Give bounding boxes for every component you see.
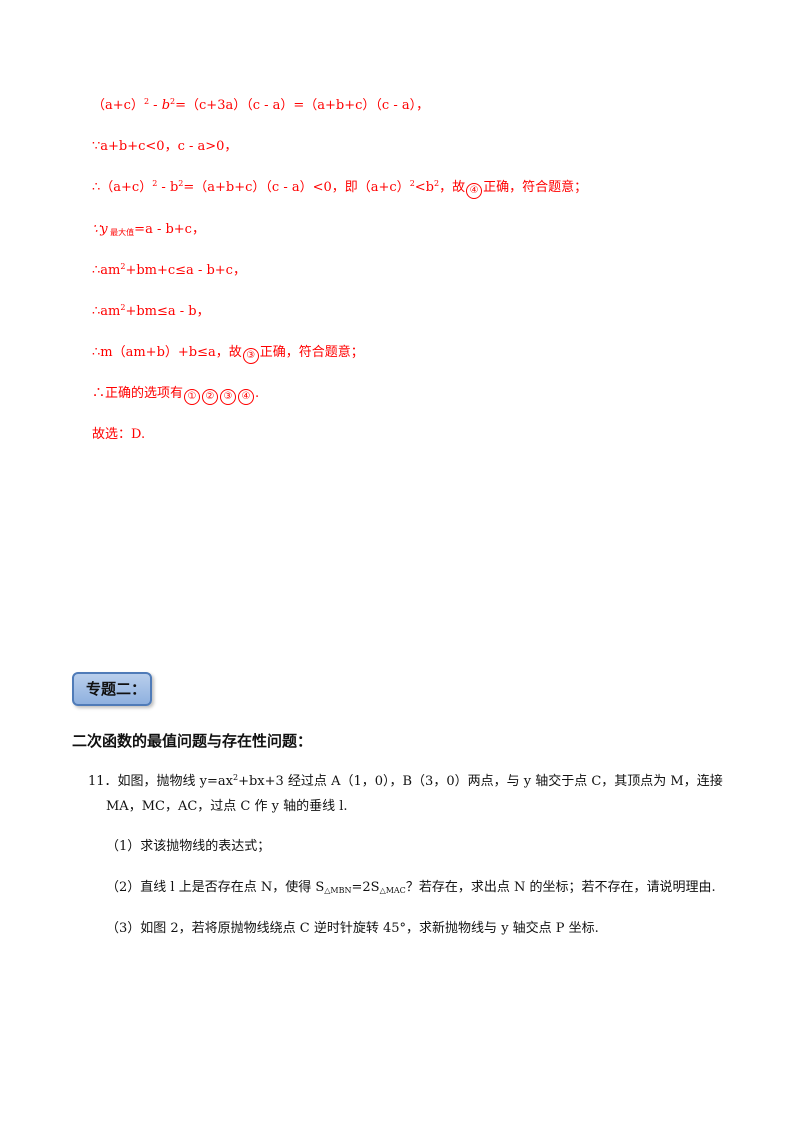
solution-line-9: 故选：D. — [92, 427, 146, 442]
sub-question-2: （2）直线 l 上是否存在点 N，使得 S△MBN=2S△MAC？若存在，求出点… — [106, 880, 716, 895]
solution-line-1: （a+c）2 - b2=（c+3a）（c - a）=（a+b+c）（c - a）… — [92, 97, 430, 114]
section-title: 二次函数的最值问题与存在性问题： — [72, 732, 313, 750]
sub-question-3: （3）如图 2，若将原抛物线绕点 C 逆时针旋转 45°，求新抛物线与 y 轴交… — [106, 921, 599, 936]
solution-line-2: ∵a+b+c<0，c - a>0， — [92, 139, 238, 154]
problem-line-2: MA，MC，AC，过点 C 作 y 轴的垂线 l. — [106, 799, 348, 814]
topic-box: 专题二： — [72, 672, 152, 706]
circled-number-2: ② — [202, 389, 219, 405]
problem-line-1: 11．如图，抛物线 y=ax2+bx+3 经过点 A（1，0），B（3，0）两点… — [88, 773, 723, 790]
solution-line-4: ∵y 最大值=a - b+c， — [92, 222, 205, 237]
circled-number-1: ① — [184, 389, 201, 405]
circled-number-3: ③ — [242, 348, 259, 364]
sub-question-1: （1）求该抛物线的表达式； — [106, 839, 271, 854]
circled-number-4: ④ — [238, 389, 255, 405]
solution-line-6: ∴am2+bm≤a - b， — [92, 303, 210, 320]
circled-number-4: ④ — [466, 183, 483, 199]
solution-line-3: ∴（a+c）2 - b2=（a+b+c）（c - a）<0，即（a+c）2<b2… — [92, 179, 587, 199]
circled-number-3: ③ — [220, 389, 237, 405]
solution-line-5: ∴am2+bm+c≤a - b+c， — [92, 262, 246, 279]
